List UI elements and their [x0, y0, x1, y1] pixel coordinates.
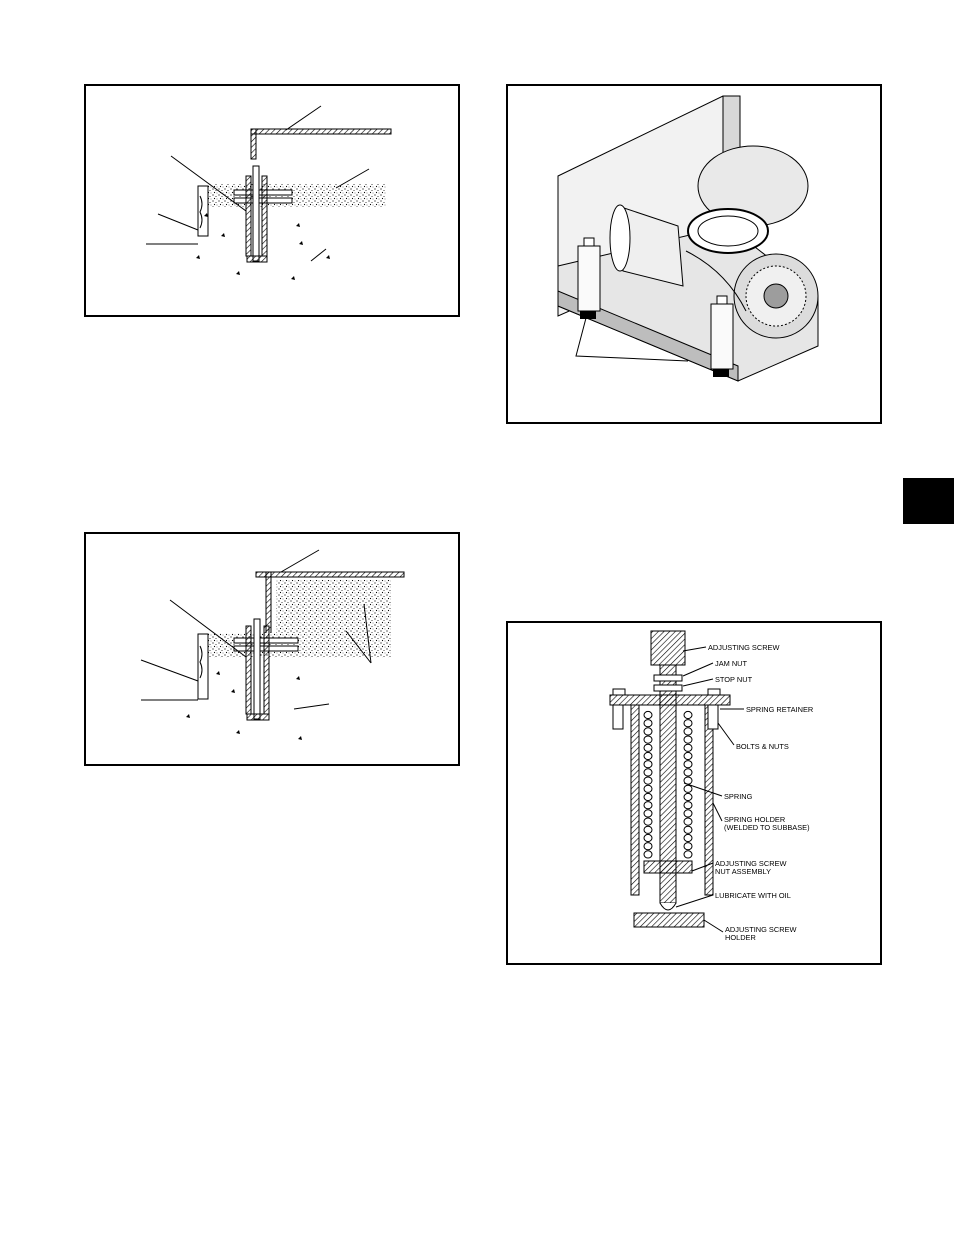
spring-coil — [643, 768, 653, 777]
label-adjusting-screw: ADJUSTING SCREW — [708, 643, 779, 652]
spring-coil — [643, 735, 653, 744]
label-spring-retainer: SPRING RETAINER — [746, 705, 813, 714]
spring-coil — [643, 760, 653, 769]
label-spring: SPRING — [724, 792, 753, 801]
spring-coil — [683, 768, 693, 777]
spring-coil — [643, 825, 653, 834]
spring-coil — [683, 792, 693, 802]
spring-coil — [683, 850, 693, 859]
label-screw-nut-assembly: ADJUSTING SCREW — [715, 859, 786, 868]
spring-coil — [643, 784, 653, 793]
figure-grout-detail-1 — [84, 84, 460, 317]
label-bolts-nuts: BOLTS & NUTS — [736, 742, 789, 751]
spring-coil — [643, 751, 653, 761]
label-stop-nut: STOP NUT — [715, 675, 753, 684]
spring-coil — [683, 809, 693, 818]
spring-coil — [683, 751, 693, 761]
spring-coil — [643, 743, 653, 752]
grout-detail-1-drawing — [146, 105, 392, 280]
spring-coil — [683, 817, 693, 826]
spring-coil — [683, 801, 693, 810]
spring-coil — [683, 784, 693, 793]
label-screw-holder-2: HOLDER — [725, 933, 756, 942]
spring-coil — [643, 842, 653, 851]
spring-coil — [683, 760, 693, 769]
spring-coil — [683, 727, 693, 736]
spring-coil — [643, 833, 653, 843]
label-spring-holder-note: (WELDED TO SUBBASE) — [724, 823, 810, 832]
label-jam-nut: JAM NUT — [715, 659, 748, 668]
spring-coil — [643, 719, 653, 728]
spring-coil — [643, 792, 653, 802]
spring-coil — [643, 776, 653, 785]
figure-spring-isolator: ADJUSTING SCREW JAM NUT STOP NUT SPRING … — [506, 621, 882, 965]
label-spring-holder: SPRING HOLDER — [724, 815, 785, 824]
spring-coil — [643, 817, 653, 826]
figure-grout-detail-2 — [84, 532, 460, 766]
spring-coil — [683, 710, 693, 720]
spring-coil — [683, 833, 693, 843]
spring-coil — [643, 850, 653, 859]
spring-coil — [683, 735, 693, 744]
grout-detail-2-drawing — [140, 549, 405, 740]
spring-coil — [643, 809, 653, 818]
figure-pump-on-subbase — [506, 84, 882, 424]
spring-coil — [643, 801, 653, 810]
label-screw-holder: ADJUSTING SCREW — [725, 925, 796, 934]
label-lubricate: LUBRICATE WITH OIL — [715, 891, 791, 900]
spring-coil — [683, 825, 693, 834]
spring-coils — [643, 710, 693, 859]
spring-isolator-drawing: ADJUSTING SCREW JAM NUT STOP NUT SPRING … — [609, 630, 813, 942]
spring-coil — [683, 743, 693, 752]
section-tab — [903, 478, 954, 524]
pump-drawing — [557, 95, 819, 382]
spring-coil — [643, 727, 653, 736]
spring-coil — [643, 710, 653, 720]
spring-coil — [683, 719, 693, 728]
spring-coil — [683, 842, 693, 851]
label-screw-nut-assembly-2: NUT ASSEMBLY — [715, 867, 771, 876]
